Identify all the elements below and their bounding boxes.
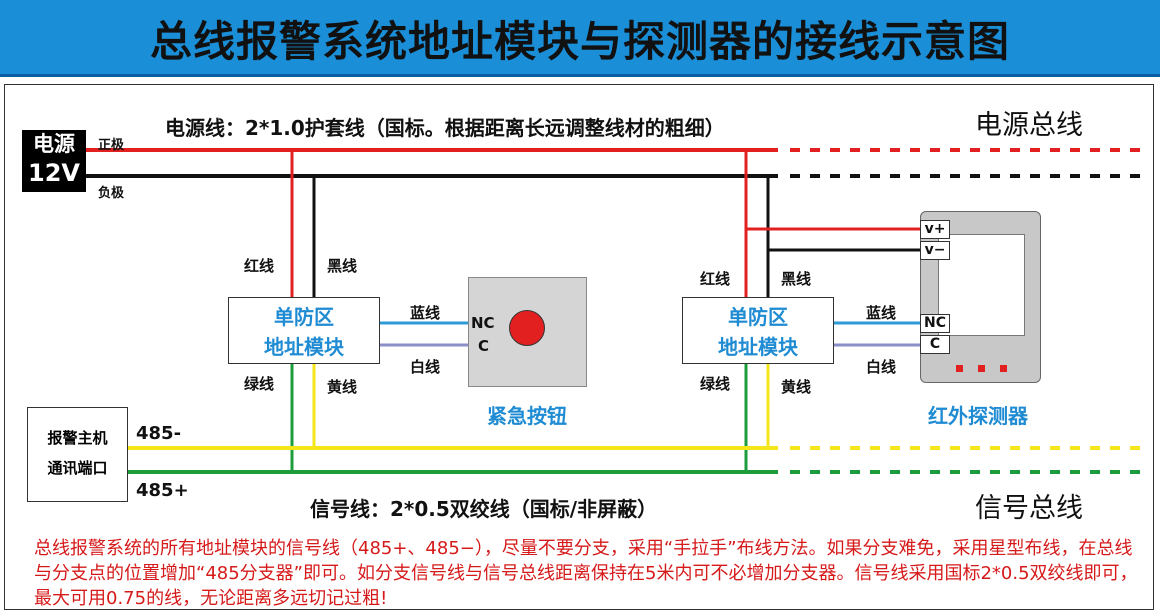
emergency-button-caption: 紧急按钮 bbox=[487, 404, 567, 428]
detector-vminus-terminal: v− bbox=[920, 241, 950, 260]
positive-pole-label: 正极 bbox=[98, 138, 125, 153]
emergency-button-device bbox=[468, 277, 587, 387]
left-address-module: 单防区 地址模块 bbox=[228, 297, 380, 364]
power-wire-spec: 电源线：2*1.0护套线（国标。根据距离长远调整线材的粗细） bbox=[165, 116, 725, 140]
alarm-host-port-box: 报警主机 通讯端口 bbox=[27, 407, 128, 502]
detector-vplus-terminal: v+ bbox=[920, 220, 950, 239]
right-red-wire-label: 红线 bbox=[700, 270, 731, 288]
left-white-wire-label: 白线 bbox=[410, 358, 441, 376]
power-supply-voltage: 12V bbox=[28, 159, 80, 187]
power-supply-label: 电源 bbox=[33, 132, 75, 156]
right-yellow-wire-label: 黄线 bbox=[781, 378, 812, 396]
left-green-wire-label: 绿线 bbox=[244, 375, 275, 393]
left-module-line2: 地址模块 bbox=[264, 335, 344, 359]
right-white-wire-label: 白线 bbox=[866, 358, 897, 376]
right-blue-wire-label: 蓝线 bbox=[866, 304, 897, 322]
power-bus-label: 电源总线 bbox=[975, 110, 1083, 141]
alarm-host-line2: 通讯端口 bbox=[47, 459, 108, 477]
detector-window bbox=[938, 234, 1025, 336]
left-module-line1: 单防区 bbox=[274, 305, 334, 329]
right-module-line2: 地址模块 bbox=[718, 335, 798, 359]
header-bar: 总线报警系统地址模块与探测器的接线示意图 bbox=[0, 0, 1160, 77]
button-c-terminal: C bbox=[478, 337, 490, 355]
left-red-wire-label: 红线 bbox=[244, 257, 275, 275]
rs485-plus-label: 485+ bbox=[136, 480, 189, 501]
left-blue-wire-label: 蓝线 bbox=[410, 304, 441, 322]
left-yellow-wire-label: 黄线 bbox=[327, 378, 358, 396]
detector-nc-terminal: NC bbox=[920, 314, 950, 333]
emergency-button-icon bbox=[509, 310, 545, 346]
right-green-wire-label: 绿线 bbox=[700, 375, 731, 393]
detector-led-dot bbox=[978, 365, 985, 372]
signal-bus-label: 信号总线 bbox=[975, 493, 1083, 524]
negative-pole-label: 负极 bbox=[98, 186, 125, 201]
signal-wire-spec: 信号线：2*0.5双绞线（国标/非屏蔽） bbox=[310, 497, 658, 521]
right-module-line1: 单防区 bbox=[728, 305, 788, 329]
alarm-host-line1: 报警主机 bbox=[47, 429, 108, 447]
infrared-detector-caption: 红外探测器 bbox=[928, 404, 1028, 428]
right-address-module: 单防区 地址模块 bbox=[682, 297, 834, 364]
right-black-wire-label: 黑线 bbox=[781, 270, 812, 288]
left-black-wire-label: 黑线 bbox=[327, 257, 358, 275]
page-title: 总线报警系统地址模块与探测器的接线示意图 bbox=[149, 17, 1010, 66]
detector-c-terminal: C bbox=[920, 335, 950, 354]
detector-led-dot bbox=[956, 365, 963, 372]
diagram-frame bbox=[4, 84, 1154, 610]
button-nc-terminal: NC bbox=[471, 314, 495, 332]
wiring-notes: 总线报警系统的所有地址模块的信号线（485+、485−），尽量不要分支，采用“手… bbox=[34, 538, 1138, 609]
detector-led-dot bbox=[1000, 365, 1007, 372]
infrared-detector-device bbox=[920, 211, 1041, 383]
power-supply-box: 电源 12V bbox=[22, 130, 86, 192]
rs485-minus-label: 485- bbox=[136, 423, 182, 444]
